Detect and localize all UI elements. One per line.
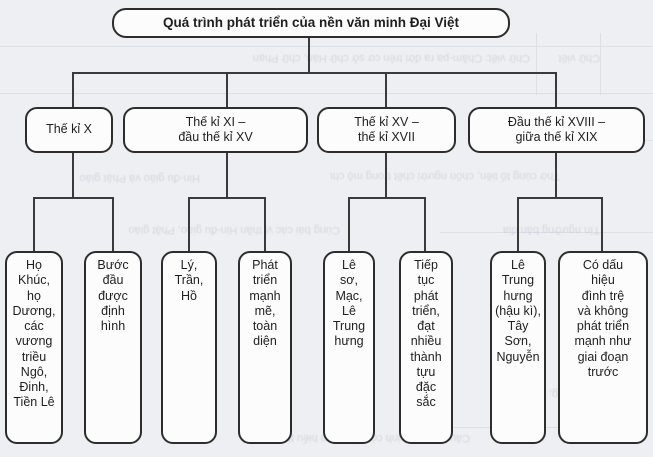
- leaf-box-dynasties-3: Lê sơ, Mạc, Lê Trung hưng: [323, 251, 375, 444]
- connector-stem: [555, 153, 557, 197]
- bleed-grid-line: [440, 232, 653, 233]
- leaf-box-dynasties-4: Lê Trung hưng (hậu kì), Tây Sơn, Nguyễn: [490, 251, 546, 444]
- bleed-grid-line: [600, 33, 601, 95]
- leaf-box-dynasties-1: Họ Khúc, họ Dương, các vương triều Ngô, …: [5, 251, 63, 444]
- bleed-text: Thờ cúng tổ tiên, chôn người chết trong …: [330, 170, 560, 182]
- connector-level1-bus: [72, 72, 557, 74]
- period-box-the-ki-xviii-xix: Đầu thế kỉ XVIII – giữa thế kỉ XIX: [468, 107, 645, 153]
- connector-drop: [424, 197, 426, 251]
- diagram-title: Quá trình phát triển của nền văn minh Đạ…: [112, 8, 510, 38]
- leaf-box-development-4: Có dấu hiệu đình trệ và không phát triển…: [558, 251, 648, 444]
- bleed-text: Chữ viết: Chăm-pa ra đời trên cơ sở chữ …: [252, 52, 530, 64]
- leaf-box-development-1: Bước đầu được định hình: [84, 251, 142, 444]
- connector-drop: [264, 197, 266, 251]
- bleed-text: Chữ viết: [558, 52, 600, 64]
- connector-level2-bus: [188, 197, 266, 199]
- connector-drop: [226, 72, 228, 107]
- period-box-the-ki-xv-xvii: Thế kỉ XV – thế kỉ XVII: [317, 107, 456, 153]
- connector-drop: [601, 197, 603, 251]
- connector-drop: [72, 72, 74, 107]
- connector-title-drop: [308, 38, 310, 72]
- leaf-box-dynasties-2: Lý, Trần, Hồ: [161, 251, 217, 444]
- connector-level2-bus: [517, 197, 603, 199]
- leaf-box-development-2: Phát triển mạnh mẽ, toàn diện: [238, 251, 292, 444]
- period-box-the-ki-x: Thế kỉ X: [25, 107, 113, 153]
- connector-drop: [555, 72, 557, 107]
- connector-level2-bus: [33, 197, 114, 199]
- bleed-grid-line: [0, 46, 653, 47]
- connector-drop: [33, 197, 35, 251]
- connector-stem: [385, 153, 387, 197]
- connector-drop: [188, 197, 190, 251]
- bleed-text: Tín ngưỡng bản địa: [502, 224, 600, 236]
- connector-drop: [517, 197, 519, 251]
- leaf-box-development-3: Tiếp tục phát triển, đạt nhiều thành tựu…: [399, 251, 453, 444]
- connector-drop: [348, 197, 350, 251]
- bleed-grid-line: [536, 33, 537, 95]
- connector-drop: [112, 197, 114, 251]
- period-box-the-ki-xi-xv: Thế kỉ XI – đầu thế kỉ XV: [123, 107, 308, 153]
- connector-stem: [226, 153, 228, 197]
- connector-drop: [385, 72, 387, 107]
- connector-stem: [72, 153, 74, 197]
- connector-level2-bus: [348, 197, 426, 199]
- bleed-text: Cúng bái các vị thần Hin-đu giáo, Phật g…: [128, 224, 340, 236]
